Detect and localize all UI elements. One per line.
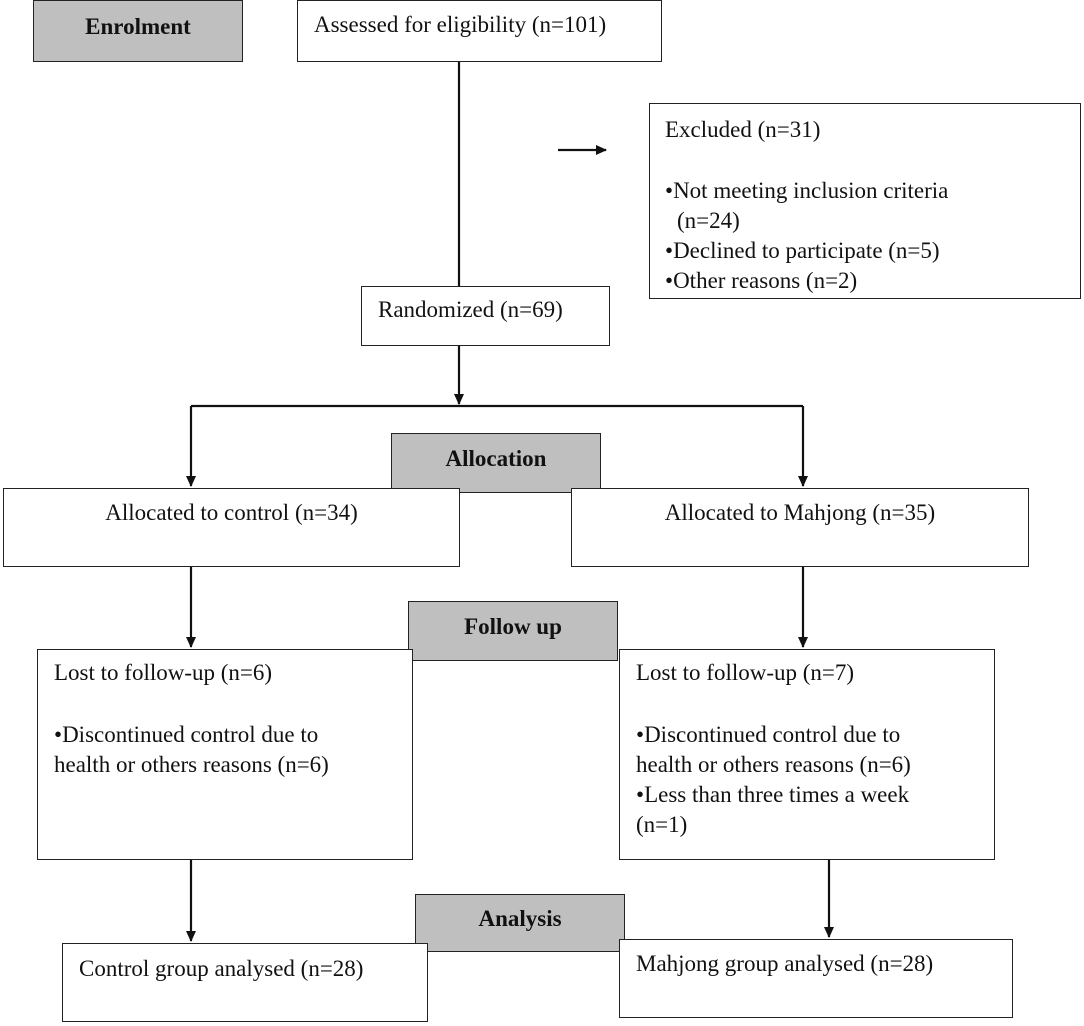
randomized-text: Randomized (n=69) <box>378 297 563 322</box>
excluded-title: Excluded (n=31) <box>665 117 821 142</box>
excluded-bullet-declined: Declined to participate (n=5) <box>665 236 1080 266</box>
lost-followup-mahjong-box: Lost to follow-up (n=7) Discontinued con… <box>619 649 995 860</box>
randomized-box: Randomized (n=69) <box>361 286 610 346</box>
excluded-bullet-not-meeting: Not meeting inclusion criteria <box>665 176 1080 206</box>
allocated-mahjong-text: Allocated to Mahjong (n=35) <box>664 500 936 525</box>
lost-control-title: Lost to follow-up (n=6) <box>54 660 273 685</box>
mahjong-analysed-text: Mahjong group analysed (n=28) <box>636 951 934 976</box>
control-analysed-text: Control group analysed (n=28) <box>79 956 364 981</box>
stage-label-follow-up: Follow up <box>408 601 618 661</box>
lost-mahjong-title: Lost to follow-up (n=7) <box>636 660 855 685</box>
lost-control-reason-line1: Discontinued control due to <box>54 720 412 750</box>
stage-analysis-text: Analysis <box>478 906 562 931</box>
lost-mahjong-reason-line3: Less than three times a week <box>636 780 994 810</box>
allocated-control-text: Allocated to control (n=34) <box>105 500 358 525</box>
assessed-text: Assessed for eligibility (n=101) <box>314 12 607 37</box>
control-analysed-box: Control group analysed (n=28) <box>62 943 428 1022</box>
stage-label-enrolment: Enrolment <box>33 0 243 62</box>
lost-followup-control-box: Lost to follow-up (n=6) Discontinued con… <box>37 649 413 860</box>
lost-mahjong-reason-line1: Discontinued control due to <box>636 720 994 750</box>
assessed-box: Assessed for eligibility (n=101) <box>297 0 662 62</box>
stage-enrolment-text: Enrolment <box>85 14 191 39</box>
allocated-control-box: Allocated to control (n=34) <box>3 488 460 567</box>
lost-control-reason-line2: health or others reasons (n=6) <box>54 752 329 777</box>
allocated-mahjong-box: Allocated to Mahjong (n=35) <box>571 488 1029 567</box>
stage-label-analysis: Analysis <box>415 894 625 952</box>
mahjong-analysed-box: Mahjong group analysed (n=28) <box>619 939 1013 1018</box>
stage-follow-up-text: Follow up <box>464 614 562 639</box>
lost-mahjong-reason-line2: health or others reasons (n=6) <box>636 752 911 777</box>
lost-mahjong-reason-line4: (n=1) <box>636 812 688 837</box>
stage-label-allocation: Allocation <box>391 433 601 493</box>
stage-allocation-text: Allocation <box>445 446 547 471</box>
excluded-bullet-not-meeting-count: (n=24) <box>677 208 740 233</box>
excluded-bullet-other-reasons: Other reasons (n=2) <box>665 266 1080 296</box>
excluded-box: Excluded (n=31) Not meeting inclusion cr… <box>649 103 1081 299</box>
